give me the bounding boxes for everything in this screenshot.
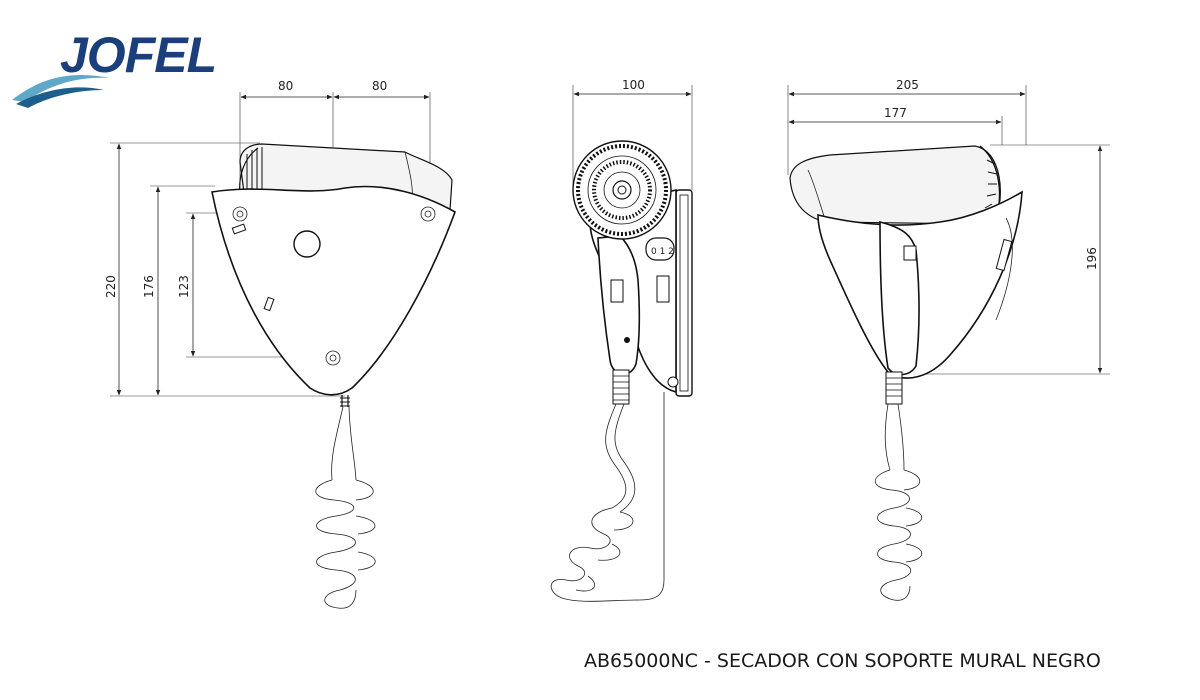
dim-front-height-mid: 176 — [142, 275, 156, 298]
mount-hole-bottom — [325, 350, 341, 366]
side-switch-label: 0 1 2 — [651, 247, 674, 257]
back-coiled-cable — [874, 469, 923, 601]
dim-back-width-total: 205 — [896, 78, 919, 92]
side-coiled-cable — [550, 392, 665, 602]
logo-text: JOFEL — [60, 27, 216, 83]
side-screw — [624, 337, 630, 343]
side-handle — [597, 235, 641, 375]
mount-hole-top-left — [232, 206, 248, 222]
side-wall-plate — [675, 189, 693, 397]
front-power-button — [293, 230, 321, 258]
back-handle — [879, 220, 920, 376]
side-switch — [645, 237, 675, 261]
dim-front-height-total: 220 — [104, 275, 118, 298]
dim-front-width-left: 80 — [278, 79, 293, 93]
side-fan-grille — [572, 140, 672, 240]
dim-front-width-right: 80 — [372, 79, 387, 93]
side-view: 100 0 1 2 — [550, 78, 693, 602]
dim-back-height: 196 — [1085, 247, 1099, 270]
side-indicator — [656, 275, 670, 303]
mount-hole-top-right — [420, 206, 436, 222]
dim-back-width-inner: 177 — [884, 106, 907, 120]
jofel-logo: JOFEL — [12, 27, 217, 108]
side-cable — [605, 403, 636, 513]
front-slot-top — [231, 223, 247, 235]
front-slot-bottom — [263, 296, 275, 312]
back-side-switch — [995, 238, 1013, 272]
back-dryer-head — [789, 145, 1001, 225]
product-caption: AB65000NC - SECADOR CON SOPORTE MURAL NE… — [584, 650, 1101, 672]
back-cable — [884, 403, 905, 471]
front-view: 80 80 220 176 123 — [104, 79, 456, 609]
front-coiled-cable — [315, 479, 376, 609]
front-bracket — [211, 185, 456, 396]
dim-side-depth: 100 — [622, 78, 645, 92]
dim-front-height-holes: 123 — [177, 275, 191, 298]
logo-wave-light — [12, 74, 110, 102]
back-view: 205 177 196 — [787, 78, 1110, 601]
logo-wave-dark — [16, 87, 104, 108]
front-cable — [331, 406, 357, 481]
back-body — [817, 190, 1023, 379]
